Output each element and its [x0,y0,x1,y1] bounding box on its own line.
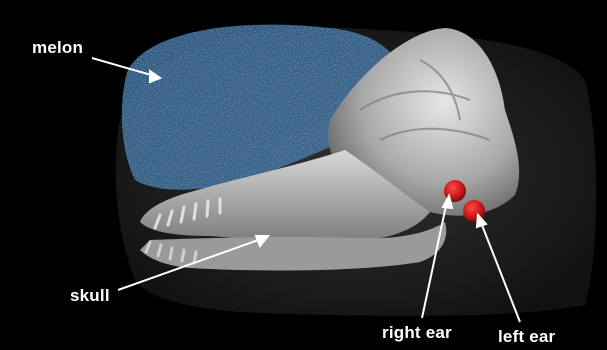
right-ear-label: right ear [382,323,452,343]
melon-label: melon [32,38,83,58]
skull-label: skull [70,286,110,306]
left-ear-label: left ear [498,327,555,347]
